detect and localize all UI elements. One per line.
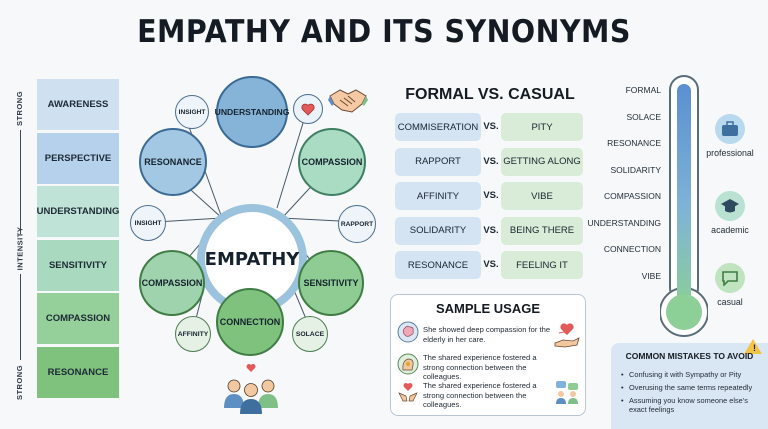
formal-term: RAPPORT — [395, 147, 481, 176]
usage-example-1: She showed deep compassion for the elder… — [423, 325, 551, 344]
usage-example-3: The shared experience fostered a strong … — [423, 381, 537, 409]
graduation-cap-icon — [715, 191, 745, 221]
vs-label: VS. — [483, 224, 499, 236]
head-gear-icon — [397, 353, 419, 375]
casual-term: GETTING ALONG — [501, 147, 583, 176]
node-solace: SOLACE — [292, 316, 328, 352]
heart-hand-icon — [554, 323, 580, 348]
level-academic: academic — [711, 225, 749, 235]
register-scale-label: SOLACE — [626, 111, 662, 122]
formal-casual-title: FORMAL VS. CASUAL — [405, 86, 575, 103]
node-resonance: RESONANCE — [139, 128, 207, 196]
casual-term: BEING THERE — [501, 216, 583, 245]
common-mistakes-panel: ! COMMON MISTAKES TO AVOID Confusing it … — [611, 339, 768, 429]
register-scale-label: VIBE — [641, 270, 661, 281]
intensity-level: PERSPECTIVE — [37, 132, 119, 184]
intensity-level: AWARENESS — [37, 79, 119, 130]
register-thermometer — [660, 75, 708, 337]
usage-example-2: The shared experience fostered a strong … — [423, 353, 537, 381]
mistakes-title: COMMON MISTAKES TO AVOID — [625, 351, 754, 361]
register-scale-label: SOLIDARITY — [610, 164, 661, 175]
heart-icon — [293, 94, 323, 124]
node-connection: CONNECTION — [216, 288, 284, 356]
axis-line-upper — [20, 130, 21, 234]
intensity-axis: STRONG INTENSITY STRONG — [14, 82, 28, 400]
vs-label: VS. — [483, 121, 499, 132]
register-scale-label: COMPASSION — [604, 191, 661, 201]
vs-label: VS. — [483, 259, 499, 270]
intensity-level: SENSITIVITY — [37, 239, 119, 291]
casual-term: FEELING IT — [501, 251, 583, 279]
heart-hands-icon — [398, 383, 418, 402]
formal-term: COMMISERATION — [395, 113, 481, 141]
page-title: EMPATHY AND ITS SYNONYMS — [137, 14, 631, 50]
mistake-item-1: Confusing it with Sympathy or Pity — [621, 370, 763, 379]
level-professional: professional — [706, 148, 754, 158]
node-sensitivity: SENSITIVITY — [298, 250, 364, 316]
chat-bubble-icon — [715, 263, 745, 293]
mistake-item-2: Overusing the same terms repeatedly — [621, 383, 763, 392]
chat-people-icon — [556, 381, 578, 404]
people-group-icon — [224, 364, 278, 414]
mistake-item-3: Assuming you know someone else's exact f… — [621, 396, 763, 414]
level-casual: casual — [717, 297, 743, 307]
handshake-icon — [328, 89, 368, 113]
node-insight-left: INSIGHT — [130, 205, 166, 241]
axis-line-lower — [20, 274, 21, 360]
axis-middle-label: INTENSITY — [15, 226, 25, 271]
warning-icon — [744, 339, 762, 354]
sample-usage-panel: SAMPLE USAGE She showed deep compassion … — [390, 294, 586, 416]
register-scale-label: CONNECTION — [603, 244, 661, 254]
node-insight-top: INSIGHT — [175, 95, 209, 129]
sample-usage-title: SAMPLE USAGE — [435, 301, 540, 316]
register-scale-label: UNDERSTANDING — [587, 217, 661, 228]
intensity-level: COMPASSION — [37, 293, 119, 344]
node-compassion-top: COMPASSION — [298, 128, 366, 196]
vs-label: VS. — [483, 190, 499, 201]
formal-term: RESONANCE — [395, 251, 481, 279]
register-scale-label: RESONANCE — [607, 138, 661, 148]
register-scale-label: FORMAL — [625, 85, 661, 95]
briefcase-icon — [715, 114, 745, 144]
axis-bottom-label: STRONG — [15, 364, 25, 401]
formal-term: AFFINITY — [395, 182, 481, 210]
empathy-center-ring: EMPATHY — [197, 204, 307, 314]
node-understanding: UNDERSTANDING — [215, 76, 289, 148]
casual-term: PITY — [501, 113, 583, 141]
node-compassion-bottom: COMPASSION — [139, 250, 205, 316]
casual-term: VIBE — [501, 182, 583, 210]
node-affinity: AFFINITY — [175, 316, 211, 352]
axis-top-label: STRONG — [15, 90, 25, 127]
intensity-level: UNDERSTANDING — [37, 186, 119, 237]
formal-term: SOLIDARITY — [395, 216, 481, 245]
intensity-level: RESONANCE — [37, 346, 119, 398]
vs-label: VS. — [483, 155, 499, 167]
node-rapport: RAPPORT — [338, 205, 376, 243]
warning-mark: ! — [753, 343, 756, 353]
brain-icon — [397, 321, 419, 343]
